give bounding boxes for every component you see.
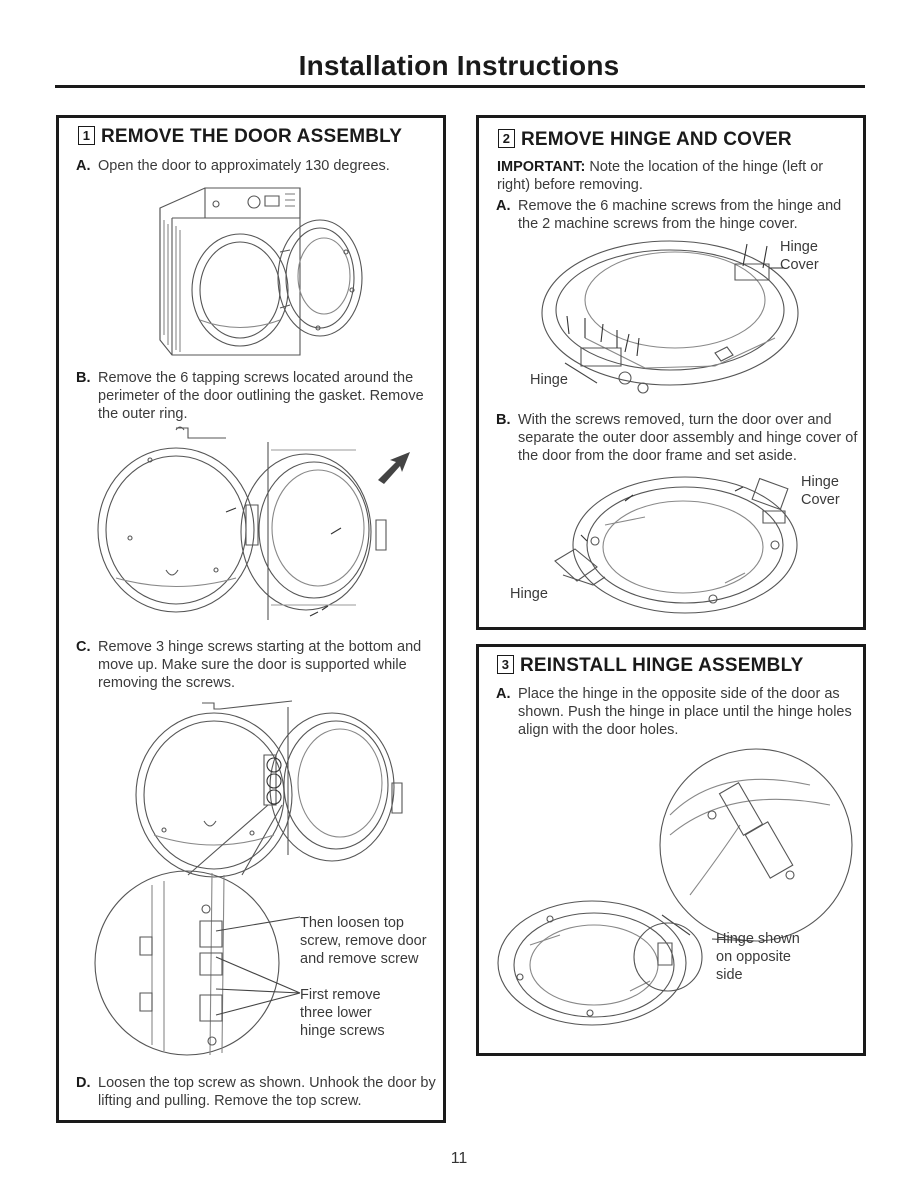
section-1-number: 1 (78, 126, 95, 145)
section-2-number: 2 (498, 129, 515, 148)
section-3-title: REINSTALL HINGE ASSEMBLY (520, 655, 804, 676)
label-hinge-cover-line2: Cover (780, 257, 819, 273)
label-hinge-b: Hinge (510, 586, 548, 602)
section-2-heading: 2 REMOVE HINGE AND COVER (498, 129, 792, 151)
door-separation-illustration (535, 465, 805, 615)
step-text: Loosen the top screw as shown. Unhook th… (98, 1075, 436, 1109)
step-letter: A. (496, 198, 511, 214)
step-text: With the screws removed, turn the door o… (518, 412, 858, 464)
page-title: Installation Instructions (298, 50, 620, 81)
callout-lower-screws: First remove three lower hinge screws (300, 986, 410, 1040)
label-hinge-cover-a: Hinge Cover (780, 238, 819, 274)
section-1-step-b: B. Remove the 6 tapping screws located a… (76, 369, 426, 423)
section-1-title: REMOVE THE DOOR ASSEMBLY (101, 126, 403, 147)
section-3-step-a: A. Place the hinge in the opposite side … (496, 685, 858, 739)
section-1-step-d: D. Loosen the top screw as shown. Unhook… (76, 1074, 440, 1110)
label-hinge-cover-line1: Hinge (780, 239, 818, 255)
outer-ring-removal-illustration (96, 420, 410, 630)
step-letter: B. (76, 370, 91, 386)
hinge-screws-illustration (92, 695, 422, 1075)
step-text: Remove 3 hinge screws starting at the bo… (98, 639, 422, 691)
step-text: Place the hinge in the opposite side of … (518, 686, 852, 738)
callout-opposite-side: Hinge shown on opposite side (716, 930, 816, 984)
important-label: IMPORTANT: (497, 159, 586, 175)
reinstall-hinge-illustration (490, 745, 850, 1045)
label-hinge-cover-b: Hinge Cover (801, 473, 840, 509)
step-letter: B. (496, 412, 511, 428)
callout-top-screw-text: Then loosen top screw, remove door and r… (300, 915, 427, 967)
section-1-panel (56, 115, 446, 1123)
dryer-open-door-illustration (150, 180, 380, 360)
callout-lower-screws-text: First remove three lower hinge screws (300, 987, 385, 1039)
step-letter: A. (496, 686, 511, 702)
section-2-panel (476, 115, 866, 630)
label-hinge-cover-line2: Cover (801, 492, 840, 508)
callout-opposite-side-text: Hinge shown on opposite side (716, 931, 800, 983)
section-3-heading: 3 REINSTALL HINGE ASSEMBLY (497, 655, 804, 677)
label-hinge-cover-line1: Hinge (801, 474, 839, 490)
section-3-number: 3 (497, 655, 514, 674)
page-number: 11 (450, 1150, 468, 1167)
important-text: Note the location of the hinge (left or … (497, 159, 824, 193)
section-1-step-a: A. Open the door to approximately 130 de… (76, 157, 426, 175)
label-hinge-a: Hinge (530, 372, 568, 388)
section-1-heading: 1 REMOVE THE DOOR ASSEMBLY (78, 126, 402, 148)
section-2-step-a: A. Remove the 6 machine screws from the … (496, 197, 856, 233)
callout-top-screw: Then loosen top screw, remove door and r… (300, 914, 445, 968)
step-letter: C. (76, 639, 91, 655)
title-rule (55, 85, 865, 88)
section-2-important-note: IMPORTANT: Note the location of the hing… (497, 158, 852, 194)
step-text: Open the door to approximately 130 degre… (98, 158, 390, 174)
step-text: Remove the 6 machine screws from the hin… (518, 198, 842, 232)
section-2-title: REMOVE HINGE AND COVER (521, 129, 792, 150)
step-letter: D. (76, 1075, 91, 1091)
step-letter: A. (76, 158, 91, 174)
step-text: Remove the 6 tapping screws located arou… (98, 370, 424, 422)
section-2-step-b: B. With the screws removed, turn the doo… (496, 411, 858, 465)
hinge-cover-screws-illustration (525, 238, 815, 403)
section-1-step-c: C. Remove 3 hinge screws starting at the… (76, 638, 426, 692)
